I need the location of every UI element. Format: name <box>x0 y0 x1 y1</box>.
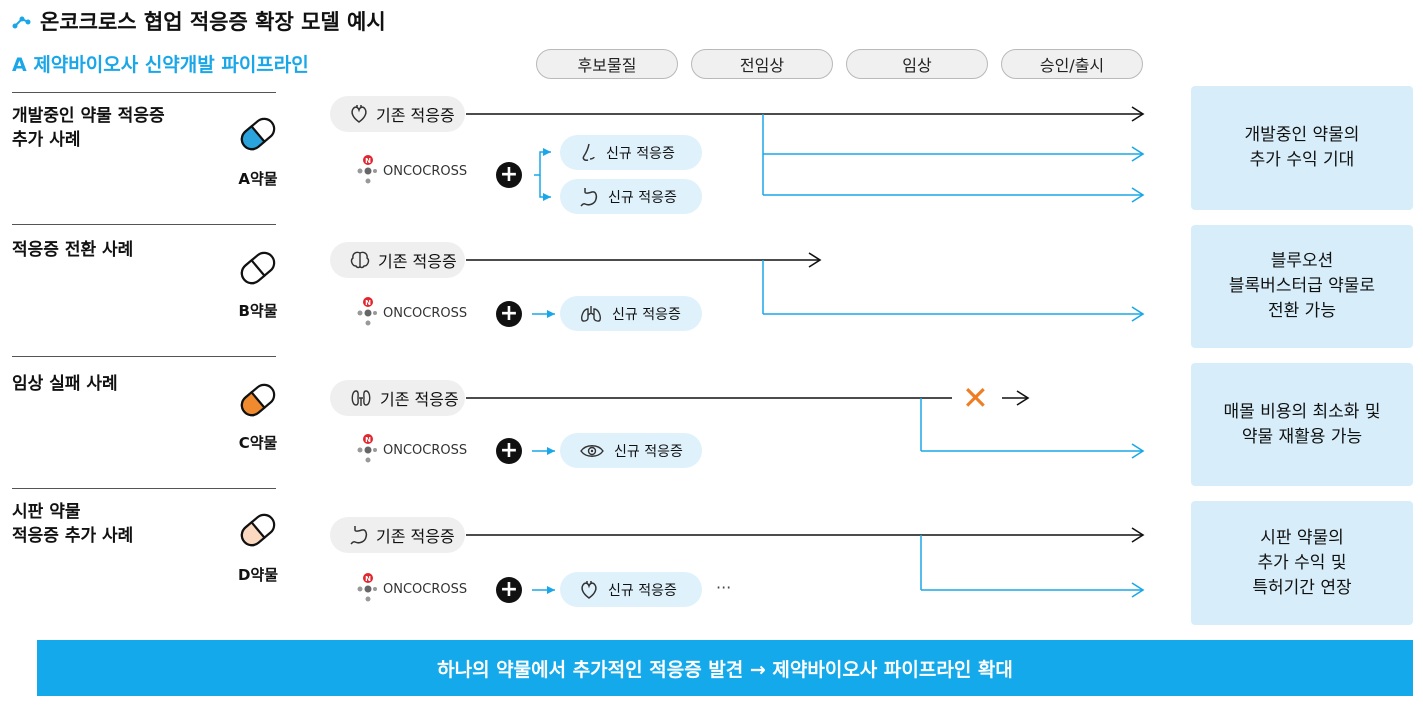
row-divider <box>12 488 276 489</box>
eye-icon <box>580 444 604 457</box>
existing-indication-d: 기존 적응증 <box>330 517 465 553</box>
failure-x-mark: ✕ <box>962 379 989 417</box>
result-box-a: 개발중인 약물의 추가 수익 기대 <box>1191 86 1413 210</box>
oncocross-logo: N ONCOCROSS <box>355 154 467 188</box>
row-b-title: 적응증 전환 사례 <box>12 240 134 260</box>
svg-text:N: N <box>365 157 371 165</box>
oncocross-mark-icon: N <box>357 573 377 602</box>
capsule-icon <box>240 513 276 547</box>
nose-icon <box>582 143 595 161</box>
existing-indication-c: 기존 적응증 <box>330 380 465 416</box>
row-c-title: 임상 실패 사례 <box>12 374 118 394</box>
heart-icon <box>581 580 597 599</box>
row-divider <box>12 356 276 357</box>
plus-icon: + <box>496 438 522 464</box>
capsule-icon <box>240 117 276 151</box>
phase-preclinical: 전임상 <box>691 49 833 79</box>
plus-icon: + <box>496 577 522 603</box>
phase-candidate: 후보물질 <box>536 49 678 79</box>
oncocross-logo: N ONCOCROSS <box>355 433 467 467</box>
row-divider <box>12 224 276 225</box>
new-indication-c: 신규 적응증 <box>560 433 702 468</box>
brain-icon <box>350 251 370 269</box>
plus-icon: + <box>496 301 522 327</box>
heart-icon <box>351 105 367 123</box>
network-icon <box>12 16 31 29</box>
phase-approval: 승인/출시 <box>1001 49 1143 79</box>
new-indication-b: 신규 적응증 <box>560 296 702 331</box>
stomach-icon <box>580 187 598 207</box>
row-a-title: 개발중인 약물 적응증 추가 사례 <box>12 106 165 150</box>
new-indication-a2: 신규 적응증 <box>560 179 702 214</box>
oncocross-logo: N ONCOCROSS <box>355 296 467 330</box>
lungs-icon <box>581 305 601 322</box>
capsule-icon <box>240 251 276 285</box>
oncocross-mark-icon: N <box>357 155 377 184</box>
title-text: 온코크로스 협업 적응증 확장 모델 예시 <box>40 10 386 34</box>
svg-text:N: N <box>365 436 371 444</box>
capsule-icon <box>240 383 276 417</box>
phase-clinical: 임상 <box>846 49 988 79</box>
pipeline-subtitle: A 제약바이오사 신약개발 파이프라인 <box>12 54 309 76</box>
oncocross-mark-icon: N <box>357 434 377 463</box>
page-title: 온코크로스 협업 적응증 확장 모델 예시 <box>12 6 386 36</box>
svg-text:N: N <box>365 299 371 307</box>
plus-icon: + <box>496 162 522 188</box>
drug-label-b: B약물 <box>238 302 278 320</box>
result-box-d: 시판 약물의 추가 수익 및 특허기간 연장 <box>1191 501 1413 625</box>
existing-indication-b: 기존 적응증 <box>330 242 465 278</box>
kidney-icon <box>351 390 371 406</box>
ellipsis: ··· <box>716 578 732 597</box>
row-divider <box>12 92 276 93</box>
result-box-c: 매몰 비용의 최소화 및 약물 재활용 가능 <box>1191 363 1413 486</box>
new-indication-d: 신규 적응증 <box>560 572 702 607</box>
drug-label-c: C약물 <box>238 434 278 452</box>
oncocross-mark-icon: N <box>357 297 377 326</box>
result-box-b: 블루오션 블록버스터급 약물로 전환 가능 <box>1191 225 1413 348</box>
drug-label-d: D약물 <box>237 566 279 584</box>
row-d-title: 시판 약물 적응증 추가 사례 <box>12 502 134 546</box>
drug-label-a: A약물 <box>238 170 278 188</box>
existing-indication-a: 기존 적응증 <box>330 96 465 132</box>
summary-banner: 하나의 약물에서 추가적인 적응증 발견 → 제약바이오사 파이프라인 확대 <box>37 640 1413 696</box>
svg-text:N: N <box>365 575 371 583</box>
new-indication-a1: 신규 적응증 <box>560 135 702 170</box>
oncocross-logo: N ONCOCROSS <box>355 572 467 606</box>
stomach-icon <box>350 526 368 545</box>
